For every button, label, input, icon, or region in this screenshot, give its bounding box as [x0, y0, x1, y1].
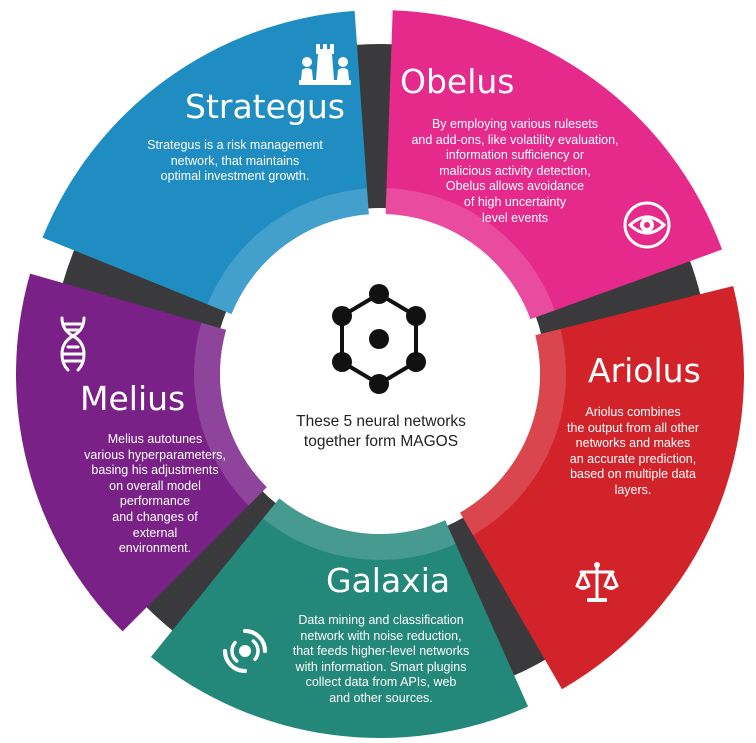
obelus-description-line: malicious activity detection, [439, 163, 591, 178]
ariolus-description-line: layers. [614, 482, 652, 497]
center-circle [220, 214, 540, 534]
galaxia-segment [150, 498, 529, 738]
center-caption: These 5 neural networks together form MA… [266, 412, 496, 452]
obelus-description-line: information sufficiency or [445, 148, 585, 163]
segment-divider [145, 490, 276, 632]
melius-segment [15, 273, 267, 632]
galaxia-description-line: collect data from APIs, web [305, 675, 457, 690]
obelus-segment [385, 10, 723, 320]
melius-description-line: external [132, 525, 178, 540]
segment-divider [446, 517, 546, 676]
obelus-title: Obelus [400, 62, 515, 101]
obelus-description-line: and add-ons, like volatility evaluation, [411, 132, 619, 147]
galaxia-description-line: and other sources. [329, 690, 433, 705]
ariolus-title: Ariolus [588, 351, 701, 390]
strategus-description-line: optimal investment growth. [160, 169, 310, 184]
melius-description-line: Melius autotunes [107, 432, 203, 446]
galaxia-title: Galaxia [326, 561, 451, 600]
segment-divider [535, 260, 701, 335]
ariolus-description-line: networks and makes [575, 436, 691, 451]
obelus-description-line: By employing various rulesets [431, 117, 599, 131]
chess-pieces-icon [296, 40, 354, 93]
ariolus-description-line: the output from all other [566, 420, 700, 435]
dna-icon [56, 316, 90, 377]
galaxia-description-line: that feeds higher-level networks [292, 644, 470, 659]
melius-description-line: environment. [118, 541, 192, 556]
galaxia-description-line: with information. Smart plugins [295, 659, 467, 674]
melius-description-line: various hyperparameters, [84, 447, 226, 462]
melius-description-line: performance [119, 494, 191, 509]
ariolus-description-line: based on multiple data [570, 467, 696, 482]
melius-description-line: and changes of [112, 509, 198, 524]
strategus-description-line: network, that maintains [170, 153, 300, 168]
strategus-inner-band [207, 188, 369, 315]
galaxy-swirl-icon [220, 626, 270, 681]
galaxia-description-line: network with noise reduction, [300, 628, 462, 643]
ariolus-description-line: Ariolus combines [585, 405, 681, 419]
center-caption-line: together form MAGOS [303, 433, 459, 450]
obelus-inner-band [385, 188, 555, 320]
strategus-description-line: Strategus is a risk management [147, 138, 323, 152]
melius-description-line: basing his adjustments [91, 463, 219, 478]
eye-icon [622, 200, 672, 255]
ariolus-description-line: an accurate prediction, [569, 451, 697, 466]
obelus-description-line: level events [481, 210, 548, 225]
ariolus-segment [460, 285, 744, 690]
galaxia-description-line: Data mining and classification [298, 613, 464, 627]
scales-icon [574, 560, 620, 611]
galaxia-inner-band [262, 498, 456, 560]
melius-title: Melius [80, 379, 186, 418]
strategus-segment [42, 10, 369, 315]
ariolus-inner-band [460, 329, 566, 536]
neural-network-icon [326, 282, 432, 405]
melius-inner-band [194, 322, 267, 506]
melius-description-line: on overall model [109, 478, 201, 493]
obelus-description-line: of high uncertainty [463, 194, 567, 209]
center-caption-line: These 5 neural networks [296, 413, 466, 430]
obelus-description-line: Obelus allows avoidance [445, 179, 585, 194]
segment-divider [62, 249, 227, 329]
strategus-title: Strategus [185, 87, 345, 126]
